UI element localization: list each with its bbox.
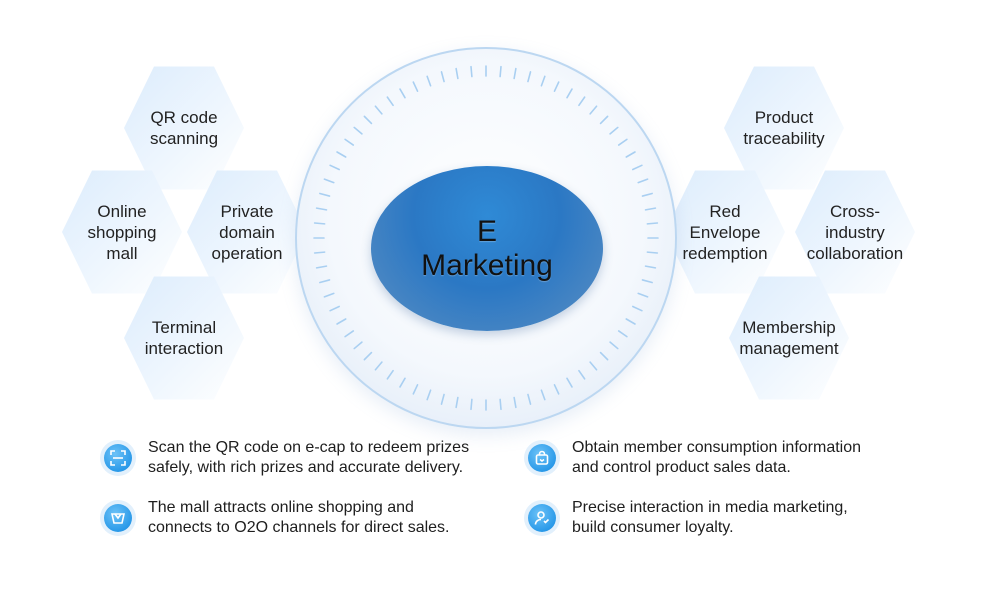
- ring-tick: [386, 369, 394, 380]
- hex-label: Product traceability: [743, 108, 825, 148]
- ring-tick: [440, 393, 445, 405]
- bullet-mall: The mall attracts online shopping and co…: [104, 498, 504, 538]
- ring-tick: [617, 330, 628, 338]
- hex-label: Private domain operation: [211, 201, 283, 263]
- ring-tick: [632, 305, 643, 312]
- ring-tick: [637, 178, 649, 184]
- ring-tick: [637, 292, 649, 298]
- hex-label: Cross- industry collaboration: [806, 201, 904, 263]
- bullet-text: Precise interaction in media marketing, …: [572, 499, 848, 536]
- ring-tick: [470, 65, 473, 78]
- ring-tick: [440, 71, 445, 83]
- hex-label: Membership management: [739, 318, 839, 358]
- ring-tick: [641, 192, 653, 197]
- ring-tick: [646, 251, 659, 254]
- ring-tick: [540, 389, 546, 401]
- hex-label: Online shopping mall: [87, 201, 157, 263]
- ring-tick: [363, 115, 373, 125]
- ring-tick: [540, 75, 546, 87]
- ring-tick: [617, 138, 628, 146]
- ring-tick: [336, 318, 347, 325]
- ring-tick: [578, 96, 586, 107]
- hex-membership-management: Membership management: [729, 276, 849, 400]
- ring-tick: [426, 389, 432, 401]
- ring-tick: [578, 369, 586, 380]
- ring-tick: [426, 75, 432, 87]
- center-title-line1: E: [476, 214, 497, 248]
- ring-tick: [344, 138, 355, 146]
- ring-tick: [329, 305, 340, 312]
- ring-tick: [323, 292, 335, 298]
- scan-icon: [104, 444, 132, 472]
- ring-tick: [513, 396, 517, 409]
- center-core: E Marketing: [371, 166, 603, 331]
- hex-label: QR code scanning: [149, 108, 219, 148]
- ring-tick: [336, 151, 347, 158]
- hex-label: Terminal interaction: [144, 318, 224, 358]
- ring-tick: [344, 330, 355, 338]
- ring-tick-marks: [313, 65, 659, 411]
- ring-tick: [470, 398, 473, 411]
- ring-tick: [513, 67, 517, 80]
- ring-tick: [609, 341, 619, 350]
- ring-tick: [599, 351, 609, 361]
- ring-tick: [646, 222, 659, 225]
- bullet-media-interaction: Precise interaction in media marketing, …: [528, 498, 948, 538]
- ring-tick: [353, 126, 363, 135]
- ring-tick: [632, 164, 643, 171]
- ring-tick: [527, 71, 532, 83]
- ring-tick: [399, 88, 406, 99]
- ring-tick: [323, 178, 335, 184]
- ring-tick: [313, 222, 326, 225]
- ring-tick: [455, 67, 459, 80]
- ring-tick: [499, 398, 502, 411]
- ring-tick: [527, 393, 532, 405]
- bullet-text: Scan the QR code on e-cap to redeem priz…: [148, 439, 470, 476]
- ring-tick: [363, 351, 373, 361]
- ring-tick: [644, 207, 657, 211]
- ring-tick: [589, 361, 598, 371]
- ring-tick: [412, 384, 419, 395]
- bullet-qr-scan: Scan the QR code on e-cap to redeem priz…: [104, 438, 504, 478]
- shopping-basket-icon: [104, 504, 132, 532]
- ring-tick: [566, 88, 573, 99]
- ring-tick: [644, 265, 657, 269]
- shopping-bag-icon: [528, 444, 556, 472]
- ring-tick: [566, 377, 573, 388]
- ring-tick: [319, 192, 331, 197]
- ring-tick: [374, 361, 383, 371]
- ring-tick: [553, 81, 560, 92]
- ring-tick: [374, 105, 383, 115]
- ring-tick: [353, 341, 363, 350]
- ring-tick: [313, 251, 326, 254]
- user-interaction-icon: [528, 504, 556, 532]
- ring-tick: [599, 115, 609, 125]
- ring-tick: [641, 279, 653, 284]
- hex-terminal-interaction: Terminal interaction: [124, 276, 244, 400]
- ring-tick: [455, 396, 459, 409]
- ring-tick: [553, 384, 560, 395]
- bullet-member-data: Obtain member consumption information an…: [528, 438, 948, 478]
- ring-tick: [589, 105, 598, 115]
- ring-tick: [412, 81, 419, 92]
- ring-tick: [319, 279, 331, 284]
- ring-tick: [329, 164, 340, 171]
- ring-tick: [625, 318, 636, 325]
- ring-tick: [625, 151, 636, 158]
- hex-label: Red Envelope redemption: [682, 201, 768, 263]
- center-title-line2: Marketing: [421, 248, 553, 282]
- ring-tick: [399, 377, 406, 388]
- ring-tick: [609, 126, 619, 135]
- ring-tick: [315, 265, 328, 269]
- ring-tick: [386, 96, 394, 107]
- ring-tick: [499, 65, 502, 78]
- ring-tick: [315, 207, 328, 211]
- bullet-text: Obtain member consumption information an…: [572, 439, 862, 476]
- bullet-text: The mall attracts online shopping and co…: [148, 499, 450, 536]
